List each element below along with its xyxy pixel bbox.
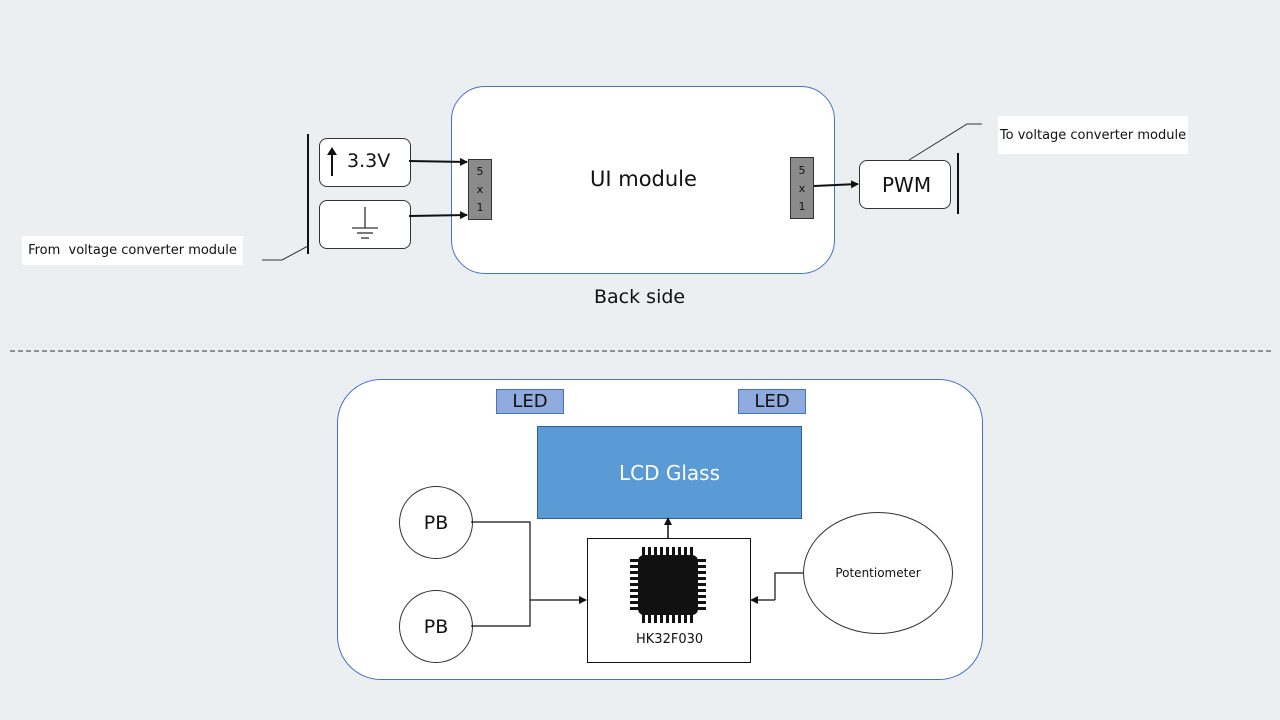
connector-right-x: x	[798, 181, 806, 195]
push-button-label: PB	[423, 615, 449, 638]
mcu-box: HK32F030	[587, 538, 751, 663]
connector-left-digit: 5	[476, 165, 484, 179]
lcd-glass: LCD Glass	[537, 426, 802, 519]
power-label: 3.3V	[347, 150, 391, 172]
power-box: 3.3V	[319, 138, 411, 187]
potentiometer-label: Potentiometer	[835, 566, 921, 580]
push-button-label: PB	[423, 511, 449, 534]
connector-left-digit: 1	[476, 200, 484, 214]
connector-left: 5 x 1	[468, 159, 492, 220]
push-button-bottom: PB	[399, 590, 473, 663]
chip-icon	[628, 545, 708, 629]
ui-module-label: UI module	[590, 167, 697, 191]
pwm-box: PWM	[859, 160, 951, 209]
from-callout-leader	[262, 245, 309, 261]
push-button-top: PB	[399, 486, 473, 559]
connector-left-x: x	[476, 182, 484, 196]
pwm-label: PWM	[882, 173, 932, 197]
led-left: LED	[496, 389, 564, 414]
ground-icon	[351, 207, 379, 245]
ui-module-box	[451, 86, 835, 274]
back-side-caption: Back side	[594, 286, 686, 308]
connector-right: 5 x 1	[790, 157, 814, 219]
up-arrow-icon	[327, 147, 337, 181]
mcu-label: HK32F030	[636, 632, 704, 647]
from-module-callout: From voltage converter module	[22, 236, 243, 265]
ground-box	[319, 200, 411, 249]
potentiometer: Potentiometer	[803, 512, 953, 634]
to-callout-leader	[908, 123, 982, 161]
connector-right-digit: 1	[798, 199, 806, 213]
to-module-callout: To voltage converter module	[998, 116, 1188, 154]
connector-right-digit: 5	[798, 163, 806, 177]
led-right: LED	[738, 389, 806, 414]
